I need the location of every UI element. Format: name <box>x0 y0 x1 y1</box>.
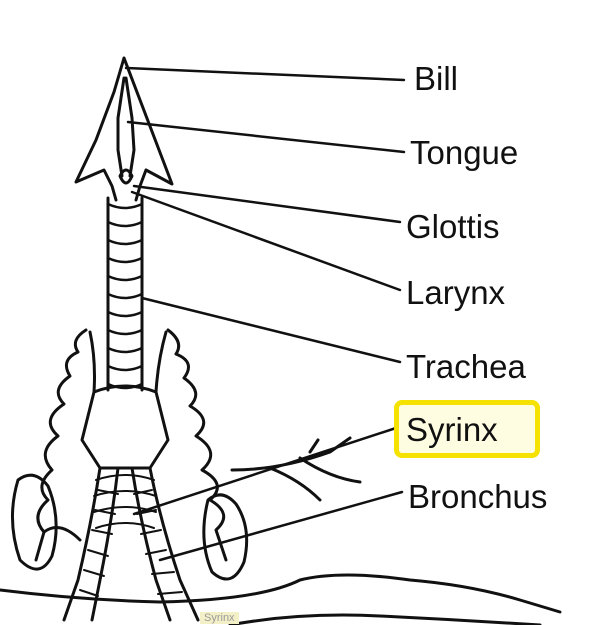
label-trachea: Trachea <box>406 348 526 385</box>
leader-trachea <box>140 296 402 364</box>
leader-tongue <box>126 120 406 154</box>
body-outline-lower <box>228 613 542 625</box>
air-sac-left-inner <box>42 330 96 542</box>
leader-glottis <box>132 184 402 224</box>
leader-bill <box>124 66 406 82</box>
bronchus-left <box>62 466 120 622</box>
glottis-outline <box>118 168 134 185</box>
air-sac-right-inner <box>154 330 168 394</box>
air-sac-right <box>166 328 228 562</box>
leader-larynx <box>130 190 402 292</box>
footer-caption: Syrinx <box>200 612 239 624</box>
leader-lines <box>124 66 406 562</box>
label-bill: Bill <box>414 60 459 97</box>
bronchus-right <box>130 466 200 622</box>
leader-bronchus <box>158 490 404 562</box>
syrinx-highlight-box <box>394 400 540 458</box>
tongue-outline <box>116 76 136 178</box>
syrinx-rings <box>93 474 157 529</box>
air-sac-left <box>34 328 88 562</box>
bronchus-rings <box>79 489 183 597</box>
lung-left <box>11 473 58 571</box>
leader-syrinx <box>132 426 398 516</box>
trachea-rings <box>106 202 144 390</box>
label-glottis: Glottis <box>406 208 500 245</box>
syrinx-chamber <box>80 384 170 470</box>
label-larynx: Larynx <box>406 274 506 311</box>
body-outline <box>0 573 562 614</box>
label-syrinx: Syrinx <box>406 411 498 448</box>
label-bronchus: Bronchus <box>408 478 548 515</box>
label-tongue: Tongue <box>410 134 519 171</box>
